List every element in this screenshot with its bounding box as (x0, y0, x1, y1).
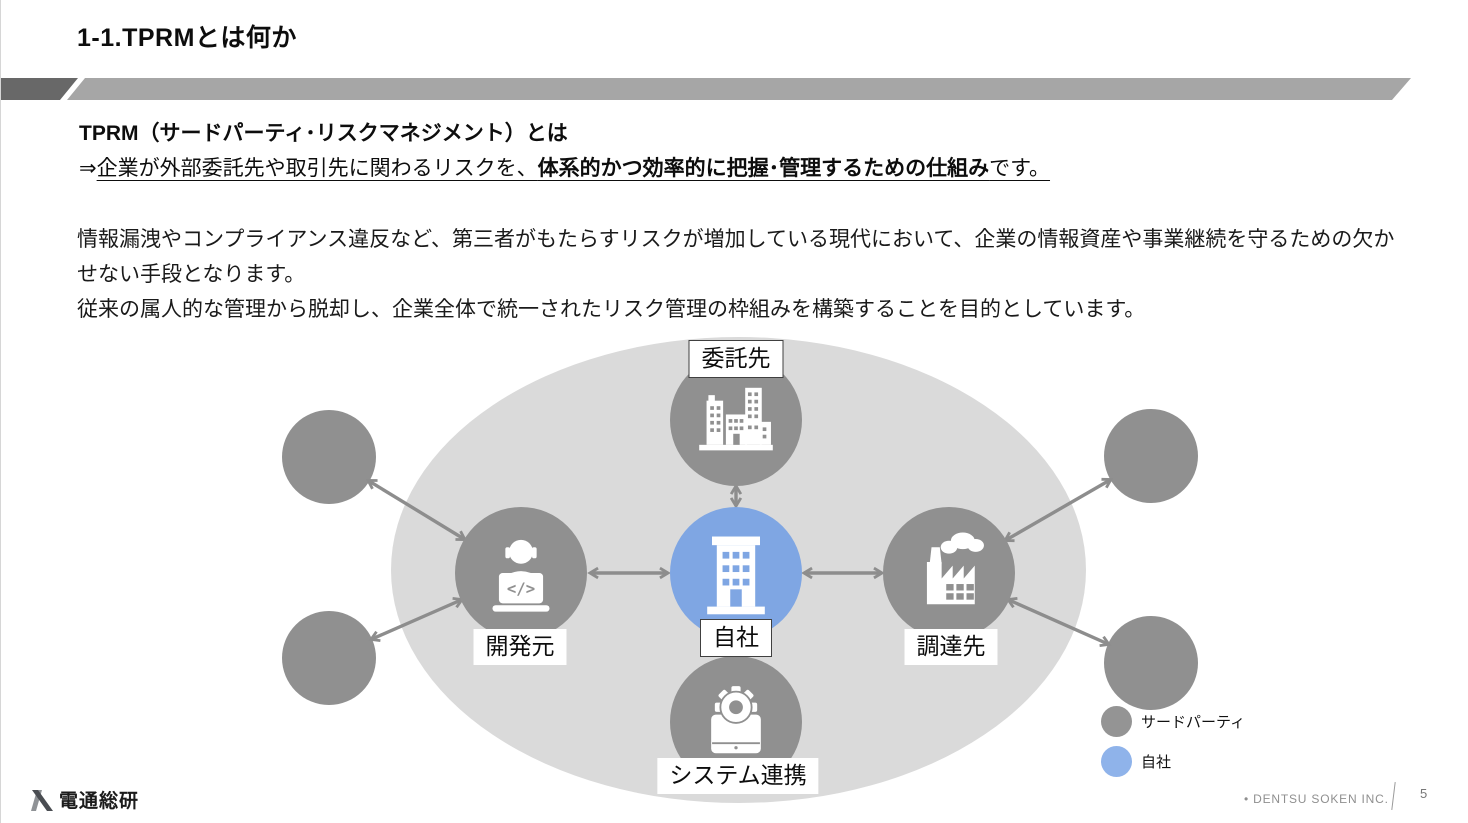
lead-post: です。 (989, 157, 1051, 180)
arrow-right-satellite-bottom (1009, 600, 1108, 644)
company-logo-text: 電通総研 (59, 791, 140, 812)
body-paragraph: 情報漏洩やコンプライアンス違反など、第三者がもたらすリスクが増加している現代にお… (77, 222, 1407, 327)
diagram-ellipse-background (391, 337, 1086, 803)
arrow-left-satellite-bottom (372, 600, 461, 639)
dentsu-soken-logo-icon (31, 789, 53, 811)
body-line-2: 従来の属人的な管理から脱却し、企業全体で統一されたリスク管理の枠組みを構築するこ… (77, 298, 1146, 321)
banner-dark-segment (1, 78, 78, 100)
node-label-system-integration: システム連携 (657, 758, 819, 794)
page-title: 1-1.TPRMとは何か (77, 24, 297, 52)
lead-pre: 企業が外部委託先や取引先に関わるリスクを、 (96, 157, 538, 180)
company-logo: 電通総研 (29, 786, 139, 813)
third-party-satellite-circle (1104, 409, 1198, 503)
banner-light-segment (67, 78, 1411, 100)
svg-text:</>: </> (507, 579, 535, 598)
developer-laptop-icon: </> (492, 539, 550, 612)
node-outsourcee-circle (670, 354, 802, 486)
legend-blue-circle-icon (1101, 746, 1132, 777)
node-own-company-circle (670, 507, 802, 639)
third-party-satellite-circle (282, 611, 376, 705)
third-party-satellite-circle (1104, 616, 1198, 710)
node-label-supplier: 調達先 (904, 629, 998, 665)
section-heading: TPRM（サードパーティ･リスクマネジメント）とは (79, 122, 568, 145)
node-system-integration-circle (670, 656, 802, 788)
legend-gray-circle-icon (1101, 706, 1132, 737)
system-gear-icon (711, 684, 761, 754)
legend-item-third-party: サードパーティ (1101, 706, 1245, 737)
node-label-developer: 開発元 (473, 629, 567, 665)
lead-underlined-text: 企業が外部委託先や取引先に関わるリスクを、体系的かつ効率的に把握･管理するための… (97, 157, 1050, 180)
legend-label: サードパーティ (1141, 714, 1246, 731)
city-buildings-icon (699, 387, 773, 451)
third-party-satellite-circle (282, 410, 376, 504)
node-label-outsourcee: 委託先 (688, 340, 784, 378)
arrow-right-satellite-top (1006, 480, 1110, 540)
node-supplier-circle (883, 507, 1015, 639)
lead-sentence: ⇒企業が外部委託先や取引先に関わるリスクを、体系的かつ効率的に把握･管理するため… (79, 152, 1050, 182)
legend-label: 自社 (1141, 754, 1172, 771)
lead-arrow: ⇒ (79, 157, 97, 180)
footer-company-name: • DENTSU SOKEN INC. (1244, 792, 1389, 806)
office-building-icon (707, 536, 765, 615)
title-banner (1, 78, 1411, 100)
factory-icon (926, 532, 984, 605)
lead-bold: 体系的かつ効率的に把握･管理するための仕組み (537, 157, 990, 180)
node-label-own-company: 自社 (700, 619, 772, 657)
legend-item-own-company: 自社 (1101, 746, 1245, 777)
node-developer-circle: </> (455, 507, 587, 639)
page-number: 5 (1420, 786, 1428, 801)
footer-divider (1391, 782, 1396, 810)
body-line-1: 情報漏洩やコンプライアンス違反など、第三者がもたらすリスクが増加している現代にお… (77, 228, 1395, 286)
diagram-legend: サードパーティ 自社 (1101, 706, 1245, 786)
arrow-left-satellite-top (369, 481, 464, 539)
